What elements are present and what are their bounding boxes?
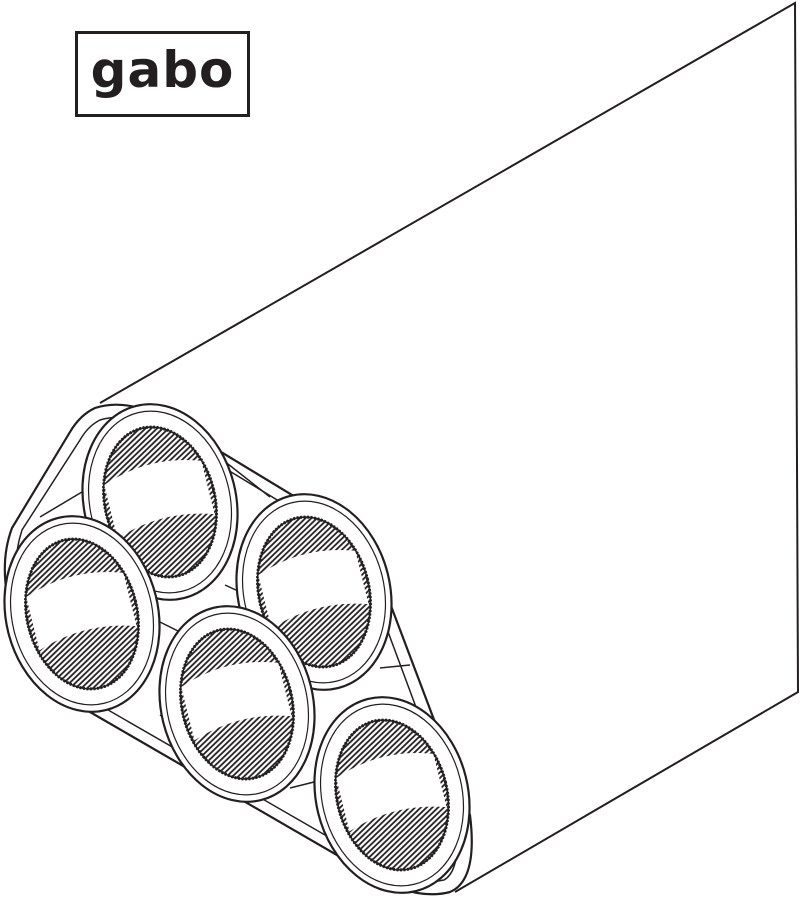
gabo-logo: gabo <box>75 31 250 117</box>
duct-wall-ring <box>9 522 155 706</box>
duct-inner-highlight <box>26 571 137 651</box>
duct-inner-highlight <box>181 661 292 741</box>
duct-bore-edge <box>256 516 372 668</box>
duct-group <box>3 403 471 894</box>
duct-bore-edge <box>334 719 450 871</box>
duct-4 <box>158 605 316 803</box>
duct-inner-highlight <box>104 459 215 539</box>
duct-bore-edge <box>24 538 140 690</box>
duct-wall-ring <box>164 612 310 796</box>
duct-wall-ring <box>319 703 465 887</box>
duct-inner-highlight <box>336 752 447 832</box>
duct-bore-edge <box>179 628 295 780</box>
duct-5 <box>313 696 471 894</box>
duct-inner-highlight <box>258 549 369 629</box>
duct-1 <box>81 403 239 601</box>
bundle-jacket-body <box>99 1 800 893</box>
logo-text: gabo <box>90 41 235 99</box>
duct-3 <box>3 515 161 713</box>
duct-bore-edge <box>102 426 218 578</box>
